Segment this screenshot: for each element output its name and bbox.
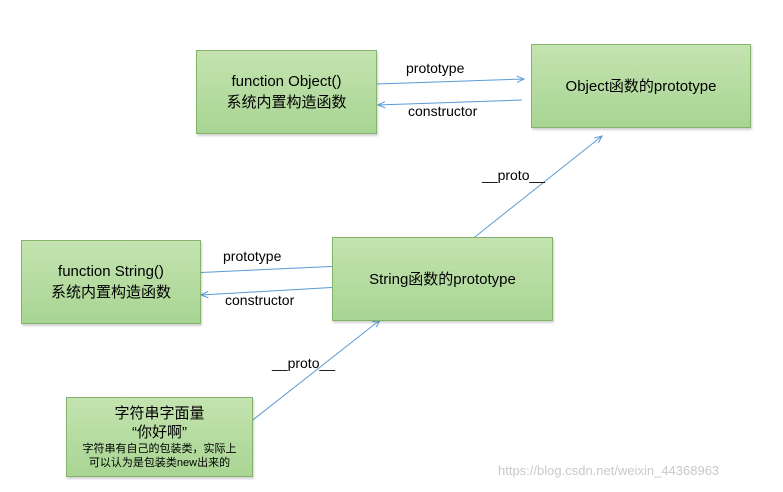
string-literal-note-line2: 可以认为是包装类new出来的	[88, 457, 231, 469]
string-literal-box: 字符串字面量 “你好啊” 字符串有自己的包装类，实际上 可以认为是包装类new出…	[66, 397, 253, 477]
object-prototype-title: Object函数的prototype	[565, 77, 717, 95]
string-constructor-arrow	[201, 286, 341, 295]
object-function-signature: function Object()	[231, 73, 342, 90]
object-function-description: 系统内置构造函数	[226, 94, 347, 111]
string-proto-label: __proto__	[482, 167, 546, 183]
string-literal-title: 字符串字面量	[114, 405, 205, 422]
string-prototype-title: String函数的prototype	[369, 270, 516, 288]
object-function-box: function Object() 系统内置构造函数	[196, 50, 377, 134]
string-prototype-box: String函数的prototype	[332, 237, 553, 321]
object-prototype-label: prototype	[406, 60, 465, 76]
literal-proto-label: __proto__	[272, 355, 336, 371]
string-literal-example: “你好啊”	[132, 424, 187, 441]
object-constructor-label: constructor	[408, 103, 478, 119]
string-literal-note-line1: 字符串有自己的包装类，实际上	[82, 443, 237, 455]
string-prototype-label: prototype	[223, 248, 282, 264]
object-constructor-arrow	[378, 99, 523, 105]
string-function-signature: function String()	[58, 263, 164, 280]
string-prototype-arrow	[189, 266, 342, 274]
string-function-box: function String() 系统内置构造函数	[21, 240, 201, 324]
object-prototype-box: Object函数的prototype	[531, 44, 751, 128]
string-constructor-label: constructor	[225, 292, 295, 308]
object-prototype-arrow	[375, 79, 524, 85]
string-function-description: 系统内置构造函数	[50, 284, 171, 301]
literal-proto-arrow	[248, 320, 380, 424]
string-proto-arrow	[470, 136, 602, 241]
watermark: https://blog.csdn.net/weixin_44368963	[498, 463, 720, 478]
